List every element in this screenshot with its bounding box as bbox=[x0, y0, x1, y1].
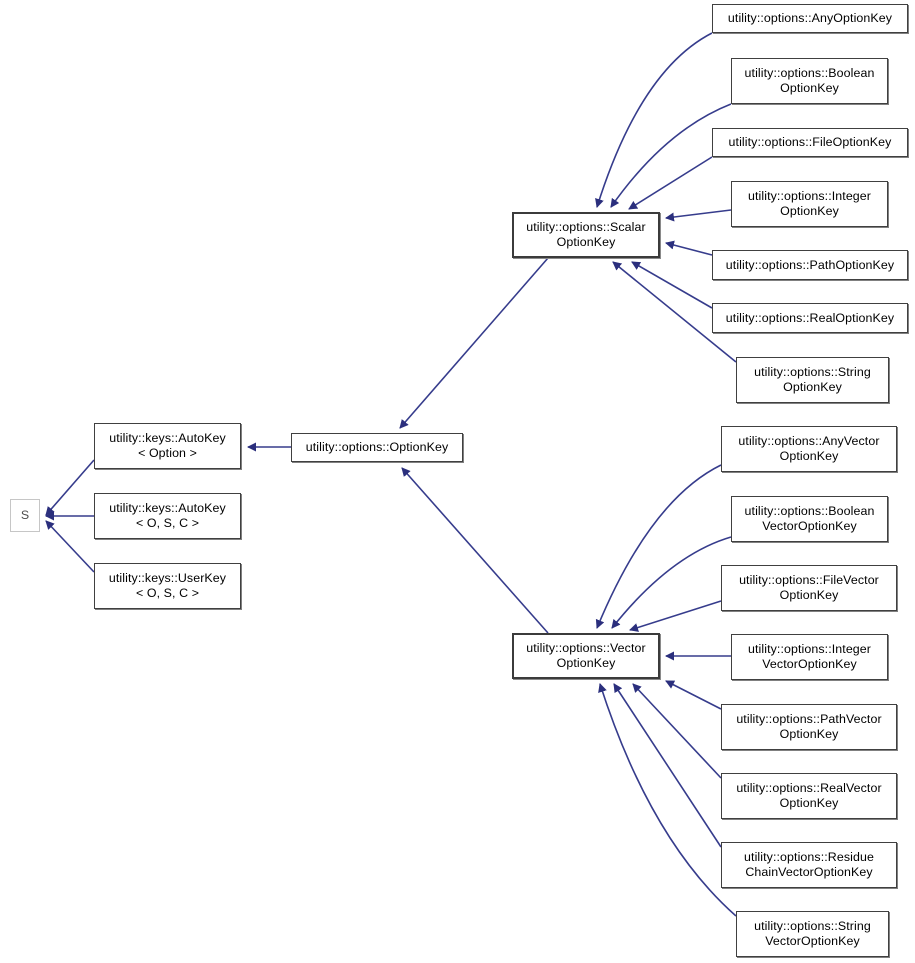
class-node-str_vec[interactable]: utility::options::String VectorOptionKey bbox=[736, 911, 889, 957]
class-node-label: utility::options::RealVector OptionKey bbox=[736, 781, 882, 810]
inheritance-edge-real_opt-to-scalarkey bbox=[631, 261, 713, 309]
class-node-label: utility::options::Residue ChainVectorOpt… bbox=[744, 850, 874, 879]
class-node-userkey_osc[interactable]: utility::keys::UserKey < O, S, C > bbox=[94, 563, 241, 609]
class-node-label: utility::options::String OptionKey bbox=[754, 365, 871, 394]
class-node-label: utility::options::Integer OptionKey bbox=[747, 189, 872, 218]
inheritance-edge-any_vec-to-vectorkey bbox=[595, 464, 722, 629]
class-node-label: utility::keys::UserKey < O, S, C > bbox=[108, 571, 227, 600]
class-node-label: utility::options::Vector OptionKey bbox=[526, 641, 646, 670]
class-node-label: utility::options::FileVector OptionKey bbox=[739, 573, 879, 602]
inheritance-edge-vectorkey-to-optionkey bbox=[401, 467, 549, 634]
class-node-autokey_osc[interactable]: utility::keys::AutoKey < O, S, C > bbox=[94, 493, 241, 539]
class-node-optionkey[interactable]: utility::options::OptionKey bbox=[291, 433, 463, 462]
class-node-int_vec[interactable]: utility::options::Integer VectorOptionKe… bbox=[731, 634, 888, 680]
class-node-int_opt[interactable]: utility::options::Integer OptionKey bbox=[731, 181, 888, 227]
class-node-label: utility::options::OptionKey bbox=[305, 440, 449, 454]
inheritance-edge-path_vec-to-vectorkey bbox=[665, 680, 722, 710]
inheritance-edge-int_opt-to-scalarkey bbox=[665, 209, 732, 222]
class-node-label: utility::keys::AutoKey < Option > bbox=[109, 431, 226, 460]
inheritance-edge-userkey_osc-to-s bbox=[45, 520, 95, 573]
inheritance-edge-scalarkey-to-optionkey bbox=[399, 257, 549, 429]
inheritance-edge-autokey_option-to-s bbox=[45, 459, 95, 516]
inheritance-edge-path_opt-to-scalarkey bbox=[665, 240, 713, 256]
class-node-bool_opt[interactable]: utility::options::Boolean OptionKey bbox=[731, 58, 888, 104]
class-node-s[interactable]: S bbox=[10, 499, 40, 532]
class-node-path_opt[interactable]: utility::options::PathOptionKey bbox=[712, 250, 908, 280]
class-node-label: S bbox=[20, 508, 30, 522]
class-node-file_vec[interactable]: utility::options::FileVector OptionKey bbox=[721, 565, 897, 611]
class-node-label: utility::keys::AutoKey < O, S, C > bbox=[109, 501, 226, 530]
class-node-label: utility::options::Boolean OptionKey bbox=[744, 66, 875, 95]
inheritance-edge-file_opt-to-scalarkey bbox=[628, 156, 713, 210]
class-node-label: utility::options::RealOptionKey bbox=[725, 310, 895, 325]
class-node-str_opt[interactable]: utility::options::String OptionKey bbox=[736, 357, 889, 403]
edge-paths bbox=[45, 32, 737, 917]
class-node-scalarkey[interactable]: utility::options::Scalar OptionKey bbox=[512, 212, 660, 258]
class-node-label: utility::options::Boolean VectorOptionKe… bbox=[744, 504, 875, 533]
class-node-label: utility::options::Integer VectorOptionKe… bbox=[747, 642, 872, 671]
class-node-label: utility::options::AnyOptionKey bbox=[727, 11, 893, 25]
class-node-label: utility::options::FileOptionKey bbox=[728, 135, 892, 149]
inheritance-edge-file_vec-to-vectorkey bbox=[629, 600, 722, 632]
class-node-label: utility::options::AnyVector OptionKey bbox=[738, 434, 880, 463]
class-node-real_vec[interactable]: utility::options::RealVector OptionKey bbox=[721, 773, 897, 819]
inheritance-edge-str_vec-to-vectorkey bbox=[598, 683, 737, 917]
class-node-label: utility::options::PathOptionKey bbox=[725, 257, 895, 272]
class-node-label: utility::options::String VectorOptionKey bbox=[754, 919, 871, 948]
inheritance-edge-bool_vec-to-vectorkey bbox=[611, 536, 732, 629]
inheritance-edge-res_vec-to-vectorkey bbox=[613, 683, 722, 848]
class-node-vectorkey[interactable]: utility::options::Vector OptionKey bbox=[512, 633, 660, 679]
class-node-file_opt[interactable]: utility::options::FileOptionKey bbox=[712, 128, 908, 157]
inheritance-edge-any_opt-to-scalarkey bbox=[595, 32, 713, 208]
class-node-autokey_option[interactable]: utility::keys::AutoKey < Option > bbox=[94, 423, 241, 469]
class-node-real_opt[interactable]: utility::options::RealOptionKey bbox=[712, 303, 908, 333]
class-node-res_vec[interactable]: utility::options::Residue ChainVectorOpt… bbox=[721, 842, 897, 888]
class-node-any_vec[interactable]: utility::options::AnyVector OptionKey bbox=[721, 426, 897, 472]
inheritance-edge-real_vec-to-vectorkey bbox=[632, 683, 722, 779]
class-node-label: utility::options::Scalar OptionKey bbox=[526, 220, 646, 249]
class-node-label: utility::options::PathVector OptionKey bbox=[736, 712, 882, 741]
class-node-bool_vec[interactable]: utility::options::Boolean VectorOptionKe… bbox=[731, 496, 888, 542]
class-node-any_opt[interactable]: utility::options::AnyOptionKey bbox=[712, 4, 908, 33]
class-node-path_vec[interactable]: utility::options::PathVector OptionKey bbox=[721, 704, 897, 750]
